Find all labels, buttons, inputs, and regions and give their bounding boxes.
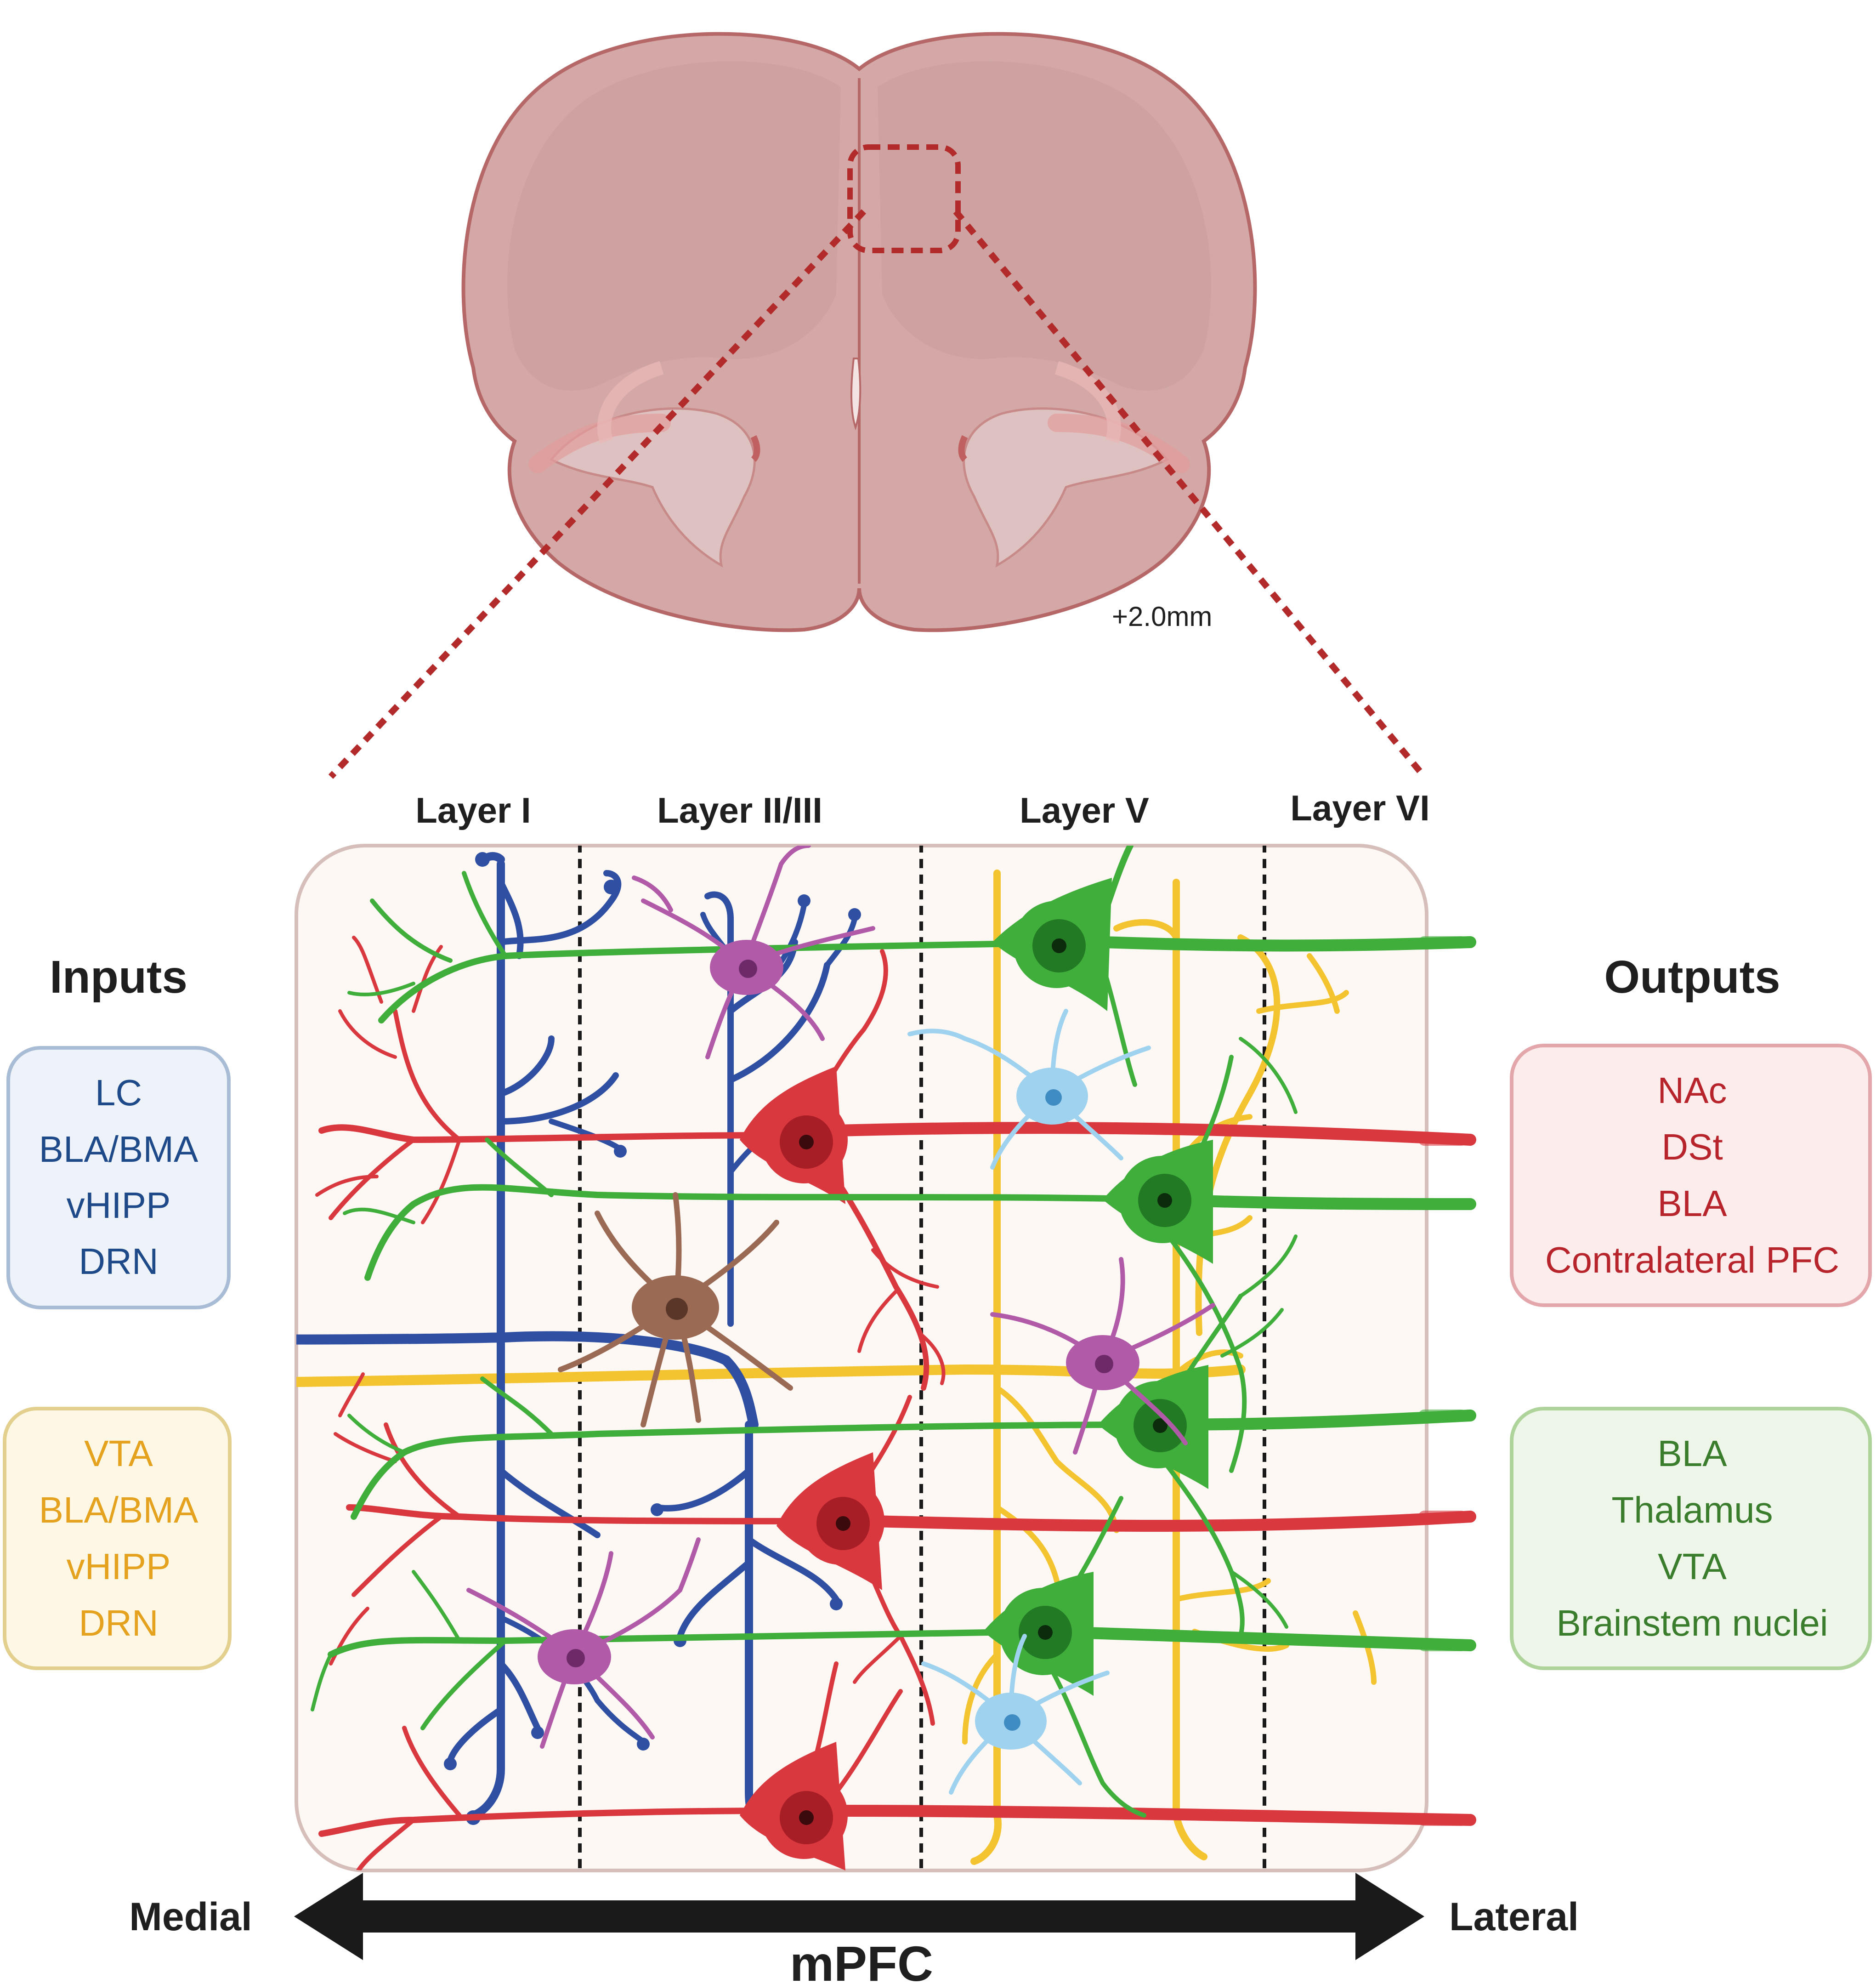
output-green-item-1: BLA	[1657, 1433, 1727, 1474]
cortex-panel	[295, 844, 1428, 1872]
brain-section: +2.0mm	[328, 32, 1427, 779]
mpfc-title: mPFC	[790, 1936, 933, 1984]
outputs-heading: Outputs	[1604, 951, 1780, 1003]
layer-label-5: Layer V	[1020, 790, 1149, 830]
layer-label-2-3: Layer II/III	[657, 790, 822, 830]
zoom-line-right	[953, 209, 1427, 779]
medial-lateral-axis: Medial Lateral mPFC	[129, 1873, 1579, 1984]
zoom-line-left	[328, 209, 867, 779]
input-yellow-item-2: BLA/BMA	[39, 1489, 198, 1530]
input-yellow-item-3: vHIPP	[67, 1546, 171, 1587]
green-pyramidal-somas	[983, 878, 1213, 1696]
output-red-item-3: BLA	[1657, 1183, 1727, 1224]
output-green-item-4: Brainstem nuclei	[1556, 1603, 1828, 1643]
right-white-matter	[963, 407, 1169, 568]
input-blue-item-4: DRN	[79, 1241, 158, 1282]
neuron-network	[296, 846, 1476, 1870]
midline-fissure	[850, 358, 861, 431]
layer-label-6: Layer VI	[1290, 788, 1430, 828]
input-box-blue: LC BLA/BMA vHIPP DRN	[6, 1046, 231, 1309]
lateral-label: Lateral	[1449, 1895, 1579, 1939]
input-yellow-item-1: VTA	[84, 1433, 153, 1474]
layer-label-1: Layer I	[415, 790, 531, 830]
layer-labels: Layer I Layer II/III Layer V Layer VI	[415, 788, 1430, 830]
input-blue-item-3: vHIPP	[67, 1185, 171, 1226]
left-white-matter	[550, 407, 756, 568]
right-lateral-band	[1054, 361, 1121, 443]
output-red-item-2: DSt	[1661, 1126, 1723, 1167]
output-red-item-4: Contralateral PFC	[1545, 1239, 1839, 1280]
input-blue-item-2: BLA/BMA	[39, 1129, 198, 1170]
section-label: +2.0mm	[1112, 601, 1212, 632]
medial-label: Medial	[129, 1895, 252, 1939]
inputs-heading: Inputs	[50, 951, 187, 1003]
left-hemisphere-cortex	[507, 61, 841, 391]
output-green-item-2: Thalamus	[1611, 1489, 1773, 1530]
output-green-item-3: VTA	[1658, 1546, 1727, 1587]
input-blue-item-1: LC	[95, 1072, 142, 1113]
red-pyramidal-somas	[740, 1066, 884, 1870]
purple-interneuron-somas	[538, 940, 1139, 1684]
double-arrow	[294, 1873, 1424, 1960]
output-axons	[1418, 936, 1467, 1826]
output-box-green: BLA Thalamus VTA Brainstem nuclei	[1510, 1407, 1872, 1670]
left-ventricle	[750, 435, 760, 462]
right-ventricle	[958, 435, 968, 462]
zoom-region	[847, 144, 961, 253]
input-box-yellow: VTA BLA/BMA vHIPP DRN	[3, 1407, 232, 1670]
red-pyramidal-neurons	[315, 936, 1476, 1870]
right-hemisphere-cortex	[878, 61, 1211, 391]
lightblue-glia-somas	[975, 1068, 1088, 1750]
output-box-red: NAc DSt BLA Contralateral PFC	[1510, 1044, 1872, 1307]
output-red-item-1: NAc	[1657, 1070, 1727, 1111]
left-lateral-band	[597, 361, 664, 443]
input-yellow-item-4: DRN	[79, 1603, 158, 1643]
brown-nucleus	[666, 1298, 688, 1320]
